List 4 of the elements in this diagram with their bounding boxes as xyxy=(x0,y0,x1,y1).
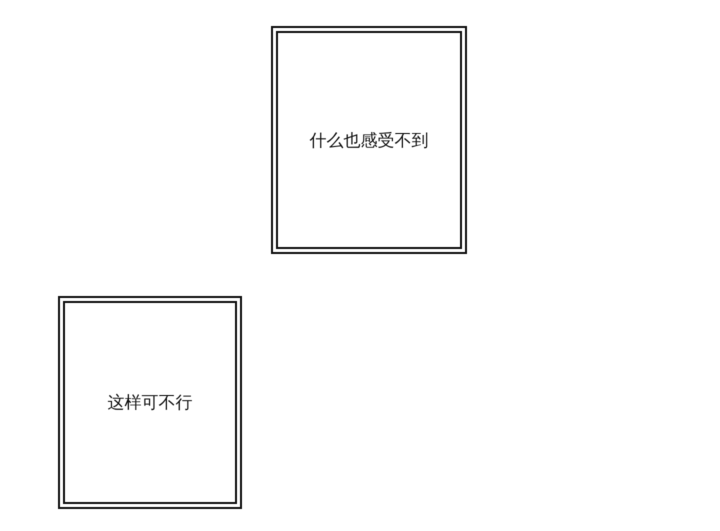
panel-text: 什么也感受不到 xyxy=(308,130,430,152)
panel-text: 这样可不行 xyxy=(106,392,194,414)
comic-panel xyxy=(271,26,467,254)
comic-panel xyxy=(58,296,242,509)
